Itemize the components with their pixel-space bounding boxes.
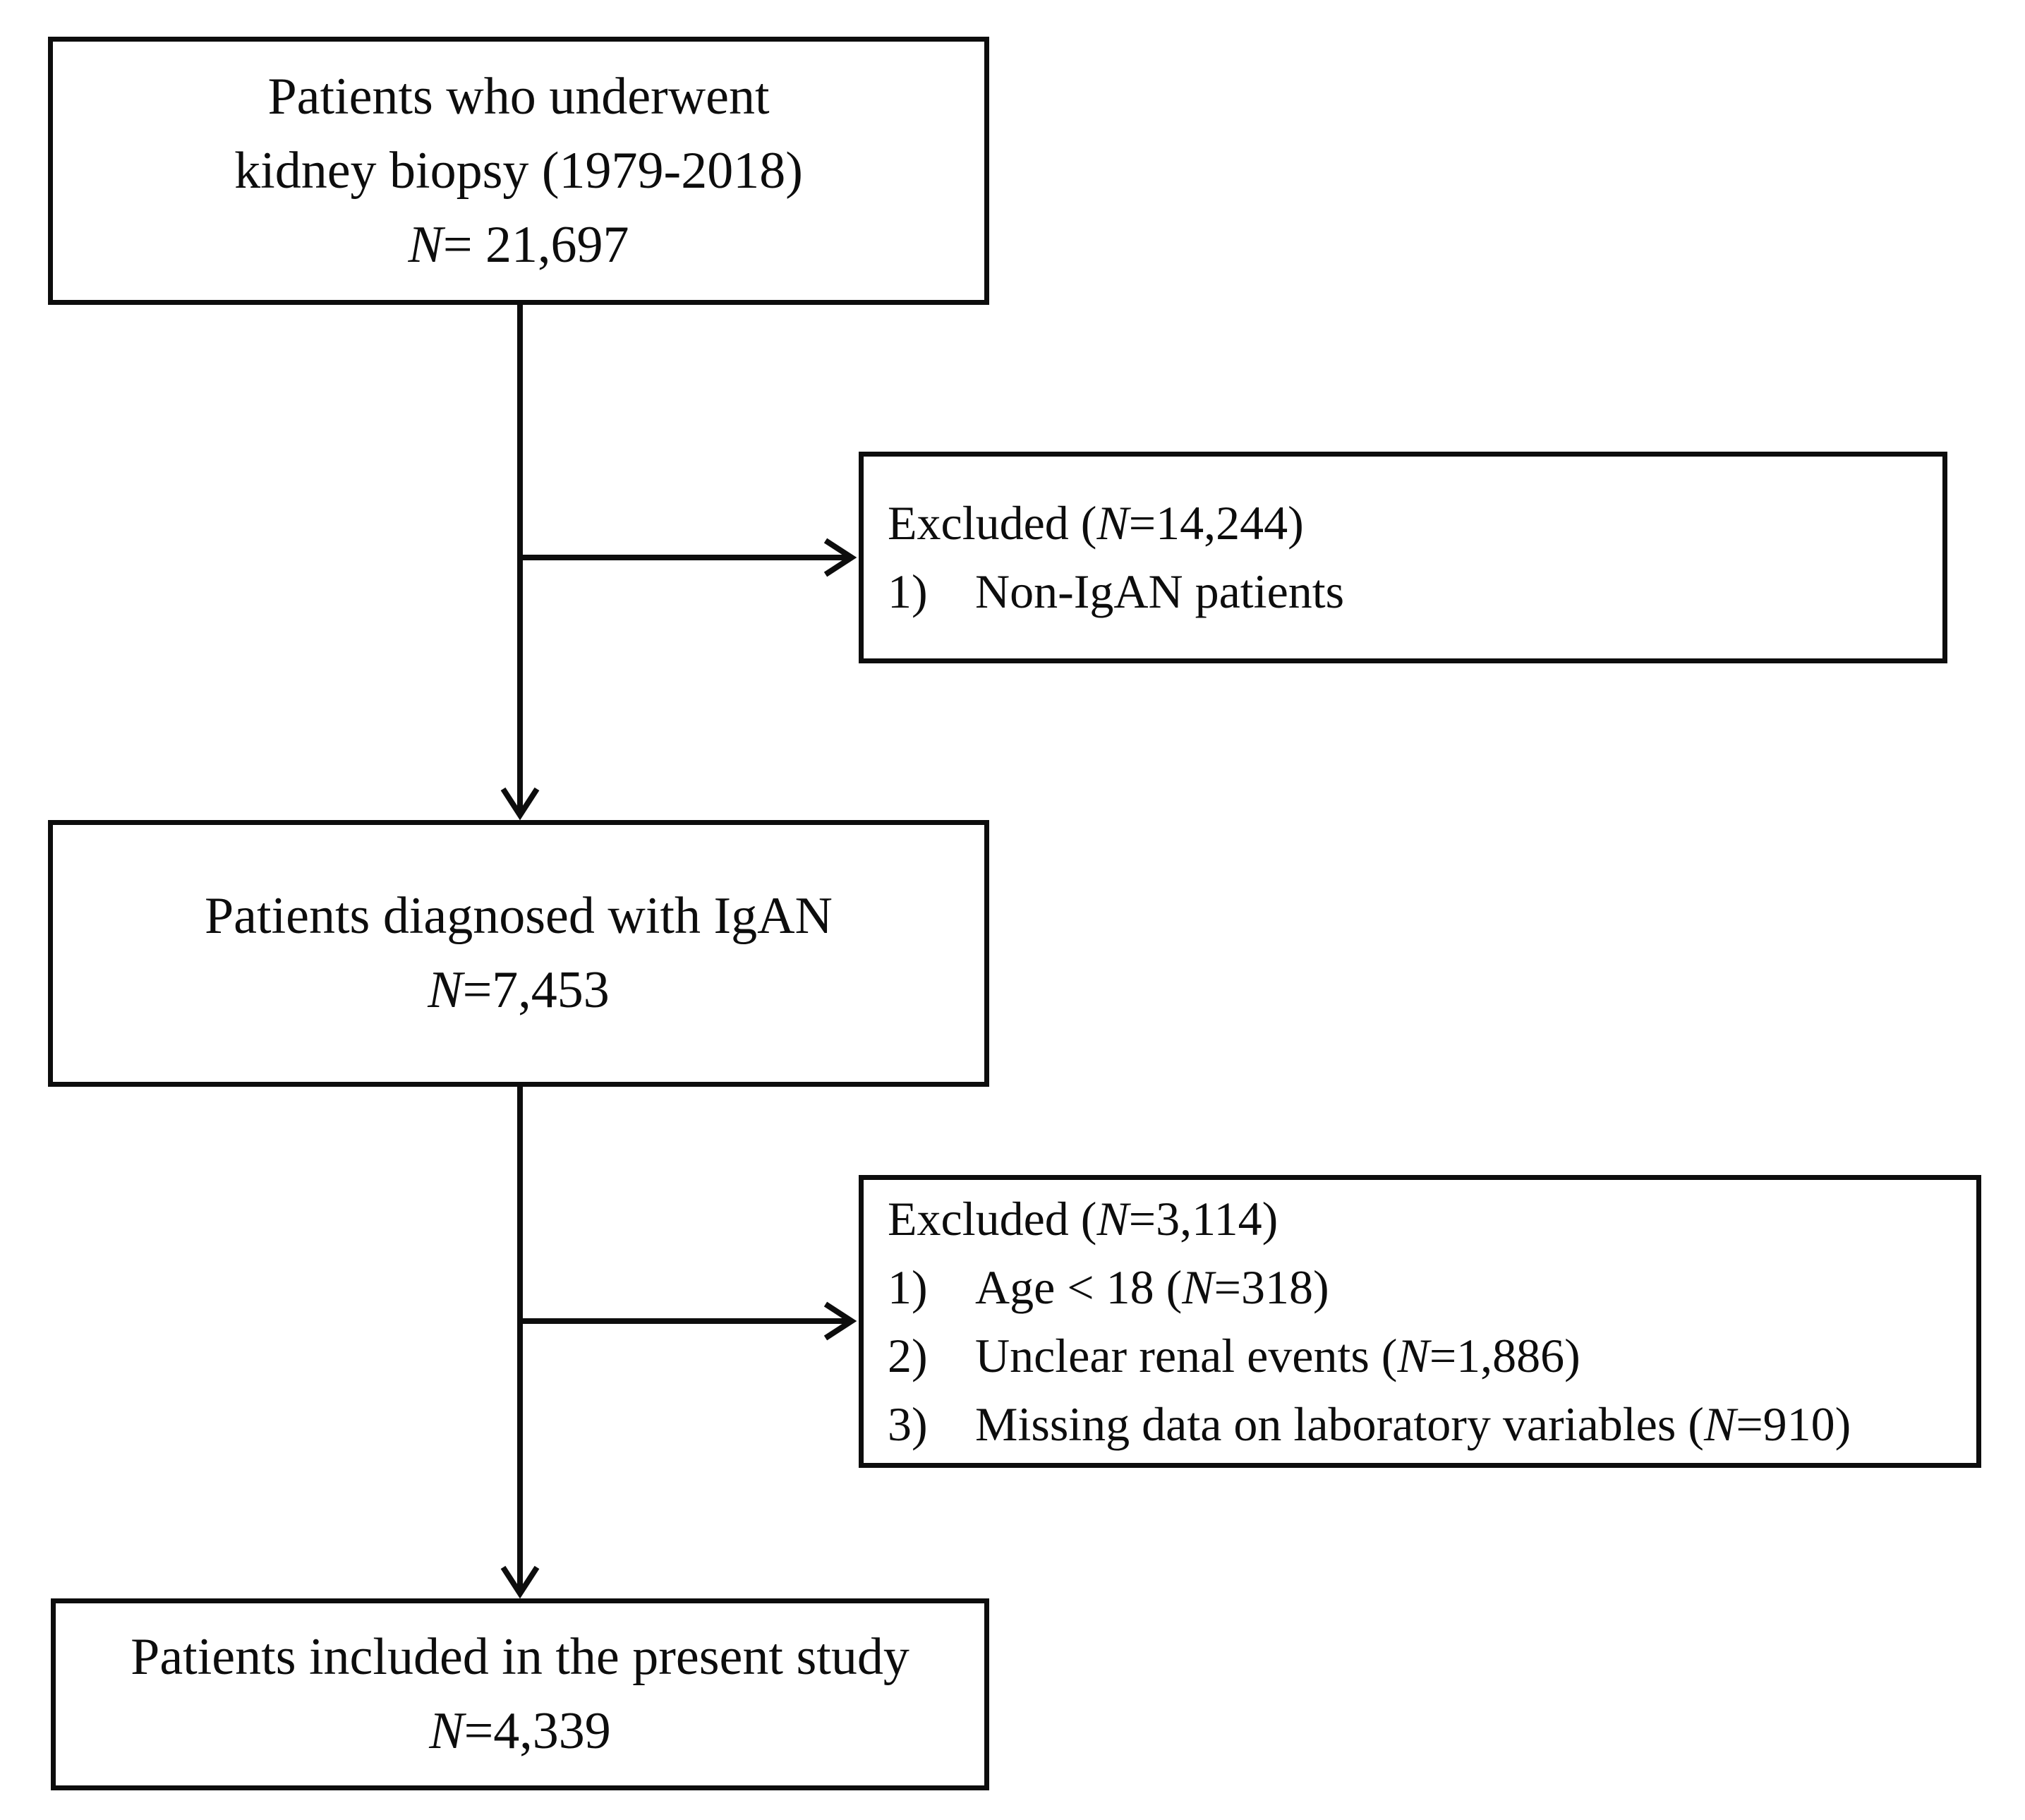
n-italic: N bbox=[1182, 1260, 1214, 1314]
text-line: Patients who underwent bbox=[267, 67, 770, 126]
n-post: =3,114) bbox=[1128, 1191, 1279, 1246]
item-marker: 1) bbox=[888, 565, 928, 618]
box-included-patients: Patients included in the present study N… bbox=[51, 1598, 989, 1790]
n-italic: N bbox=[408, 215, 443, 274]
n-italic: N bbox=[1096, 496, 1129, 550]
n-italic: N bbox=[429, 1702, 464, 1760]
box-igan-diagnosed: Patients diagnosed with IgAN N=7,453 bbox=[48, 820, 989, 1087]
arrowhead-right-2 bbox=[823, 1301, 857, 1341]
excluded-title: Excluded (N=3,114) bbox=[888, 1185, 1966, 1253]
item-marker: 1) bbox=[888, 1260, 928, 1314]
arrowhead-down-2 bbox=[500, 1565, 540, 1599]
text-line: Patients included in the present study bbox=[131, 1628, 909, 1686]
item-text: Unclear renal events (N=1,886) bbox=[975, 1322, 1966, 1390]
item-text: Missing data on laboratory variables (N=… bbox=[975, 1390, 1966, 1459]
n-post: =4,339 bbox=[464, 1702, 611, 1760]
n-pre: Unclear renal events ( bbox=[975, 1328, 1398, 1382]
text-line: kidney biopsy (1979-2018) bbox=[234, 141, 803, 200]
box-excluded-non-igan: Excluded (N=14,244) 1) Non-IgAN patients bbox=[859, 452, 1947, 663]
n-pre: Missing data on laboratory variables ( bbox=[975, 1397, 1704, 1451]
box-excluded-criteria: Excluded (N=3,114) 1) Age < 18 (N=318) 2… bbox=[859, 1175, 1981, 1468]
text-line: Patients diagnosed with IgAN bbox=[205, 887, 833, 945]
excluded-item: 2) Unclear renal events (N=1,886) bbox=[888, 1322, 1966, 1390]
n-post: =14,244) bbox=[1128, 496, 1304, 550]
n-count-line: N=7,453 bbox=[428, 953, 610, 1027]
n-post: =910) bbox=[1736, 1397, 1851, 1451]
arrowhead-down-1 bbox=[500, 787, 540, 821]
excluded-title: Excluded (N=14,244) bbox=[888, 489, 1933, 558]
n-italic: N bbox=[1703, 1397, 1736, 1451]
n-italic: N bbox=[1397, 1328, 1429, 1382]
box-kidney-biopsy-patients: Patients who underwent kidney biopsy (19… bbox=[48, 37, 989, 305]
item-marker: 2) bbox=[888, 1328, 928, 1382]
n-count-line: N=4,339 bbox=[429, 1694, 611, 1768]
n-pre: Non-IgAN patients bbox=[975, 565, 1345, 618]
n-italic: N bbox=[1096, 1191, 1129, 1246]
arrowhead-right-1 bbox=[823, 538, 857, 577]
n-italic: N bbox=[428, 961, 463, 1019]
n-pre: Excluded ( bbox=[888, 1191, 1097, 1246]
item-text: Age < 18 (N=318) bbox=[975, 1253, 1966, 1322]
n-pre: Age < 18 ( bbox=[975, 1260, 1183, 1314]
item-text: Non-IgAN patients bbox=[975, 558, 1933, 626]
excluded-item: 1) Non-IgAN patients bbox=[888, 558, 1933, 626]
n-post: =7,453 bbox=[462, 961, 610, 1019]
excluded-item: 1) Age < 18 (N=318) bbox=[888, 1253, 1966, 1322]
n-post: = 21,697 bbox=[442, 215, 629, 274]
n-count-line: N= 21,697 bbox=[408, 208, 629, 282]
n-pre: Excluded ( bbox=[888, 496, 1097, 550]
n-post: =318) bbox=[1214, 1260, 1329, 1314]
n-post: =1,886) bbox=[1429, 1328, 1580, 1382]
item-marker: 3) bbox=[888, 1397, 928, 1451]
excluded-item: 3) Missing data on laboratory variables … bbox=[888, 1390, 1966, 1459]
